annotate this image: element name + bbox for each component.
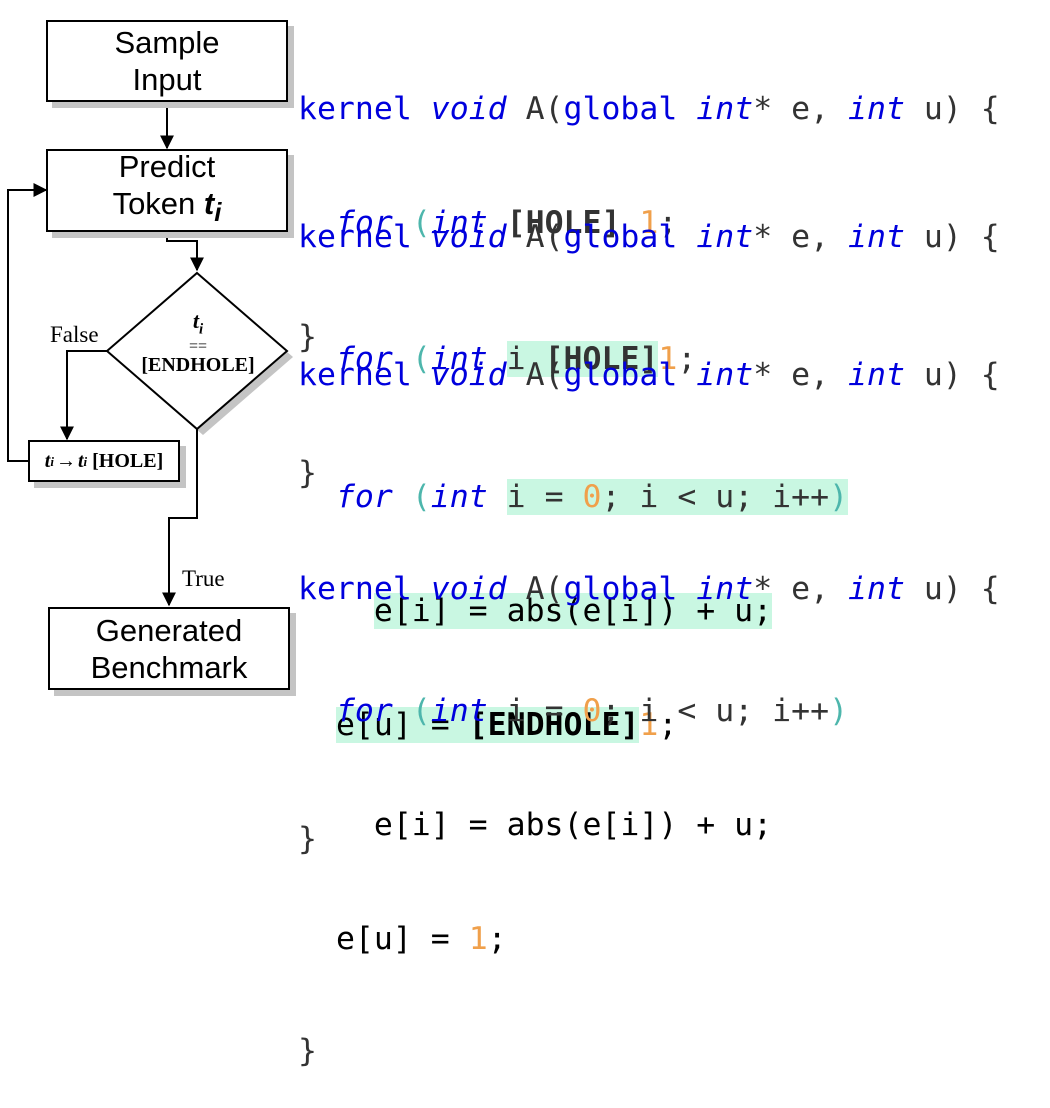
code-line: e[i] = abs(e[i]) + u;: [298, 592, 1000, 630]
code-line: }: [298, 455, 317, 491]
decision-diamond: [105, 271, 293, 435]
decision-equals: ==: [188, 338, 208, 356]
arrow-predict-to-decision: [166, 231, 204, 272]
token-variable: t: [203, 186, 215, 222]
code-step-2: kernel void A(global int* e, int u) { fo…: [298, 142, 1000, 530]
decision-text: ti == [ENDHOLE]: [127, 309, 269, 377]
code-line: kernel void A(global int* e, int u) {: [298, 91, 1000, 127]
hole-token: [HOLE]: [544, 341, 659, 377]
sample-input-box: Sample Input: [46, 20, 288, 102]
generated-benchmark-line1: Generated: [95, 612, 243, 648]
code-line: e[i] = abs(e[i]) + u;: [373, 807, 773, 843]
predict-token-line1: Predict: [118, 149, 216, 185]
code-line: for (int i = 0; i < u; i++): [335, 479, 849, 515]
right-arrow-icon: →: [55, 449, 76, 472]
predict-token-box: Predict Token ti: [46, 149, 288, 232]
sample-input-line1: Sample: [114, 25, 220, 60]
arrow-false-branch: [60, 350, 107, 441]
generated-benchmark-box: Generated Benchmark: [48, 607, 290, 690]
arrow-true-branch: [162, 429, 198, 607]
predict-token-line2: Token ti: [112, 186, 222, 228]
generated-span: i [HOLE]: [506, 341, 659, 377]
code-line: }: [298, 319, 317, 355]
code-line: }: [298, 1033, 317, 1069]
code-line: kernel void A(global int* e, int u) {: [298, 571, 1000, 607]
decision-endhole: [ENDHOLE]: [141, 354, 255, 377]
flowchart-connectors: [7, 101, 293, 607]
code-line: kernel void A(global int* e, int u) {: [298, 219, 1000, 255]
code-step-4: kernel void A(global int* e, int u) { fo…: [298, 494, 1000, 1108]
code-line: for (int [HOLE] 1;: [335, 205, 678, 241]
code-line: for (int i [HOLE]1;: [335, 341, 697, 377]
code-line: e[u] = 1;: [335, 921, 507, 957]
code-step-1: kernel void A(global int* e, int u) { fo…: [298, 14, 1000, 394]
sample-input-line2: Input: [132, 62, 202, 97]
code-line: kernel void A(global int* e, int u) {: [298, 357, 1000, 393]
true-label: True: [182, 566, 225, 591]
false-label: False: [50, 322, 99, 347]
hole-token: [HOLE]: [506, 205, 621, 241]
generated-span: i = 0; i < u; i++): [506, 479, 849, 515]
generated-benchmark-line2: Benchmark: [90, 649, 248, 685]
arrow-loop-back: [7, 183, 48, 462]
generated-span: e[i] = abs(e[i]) + u;: [373, 593, 773, 629]
